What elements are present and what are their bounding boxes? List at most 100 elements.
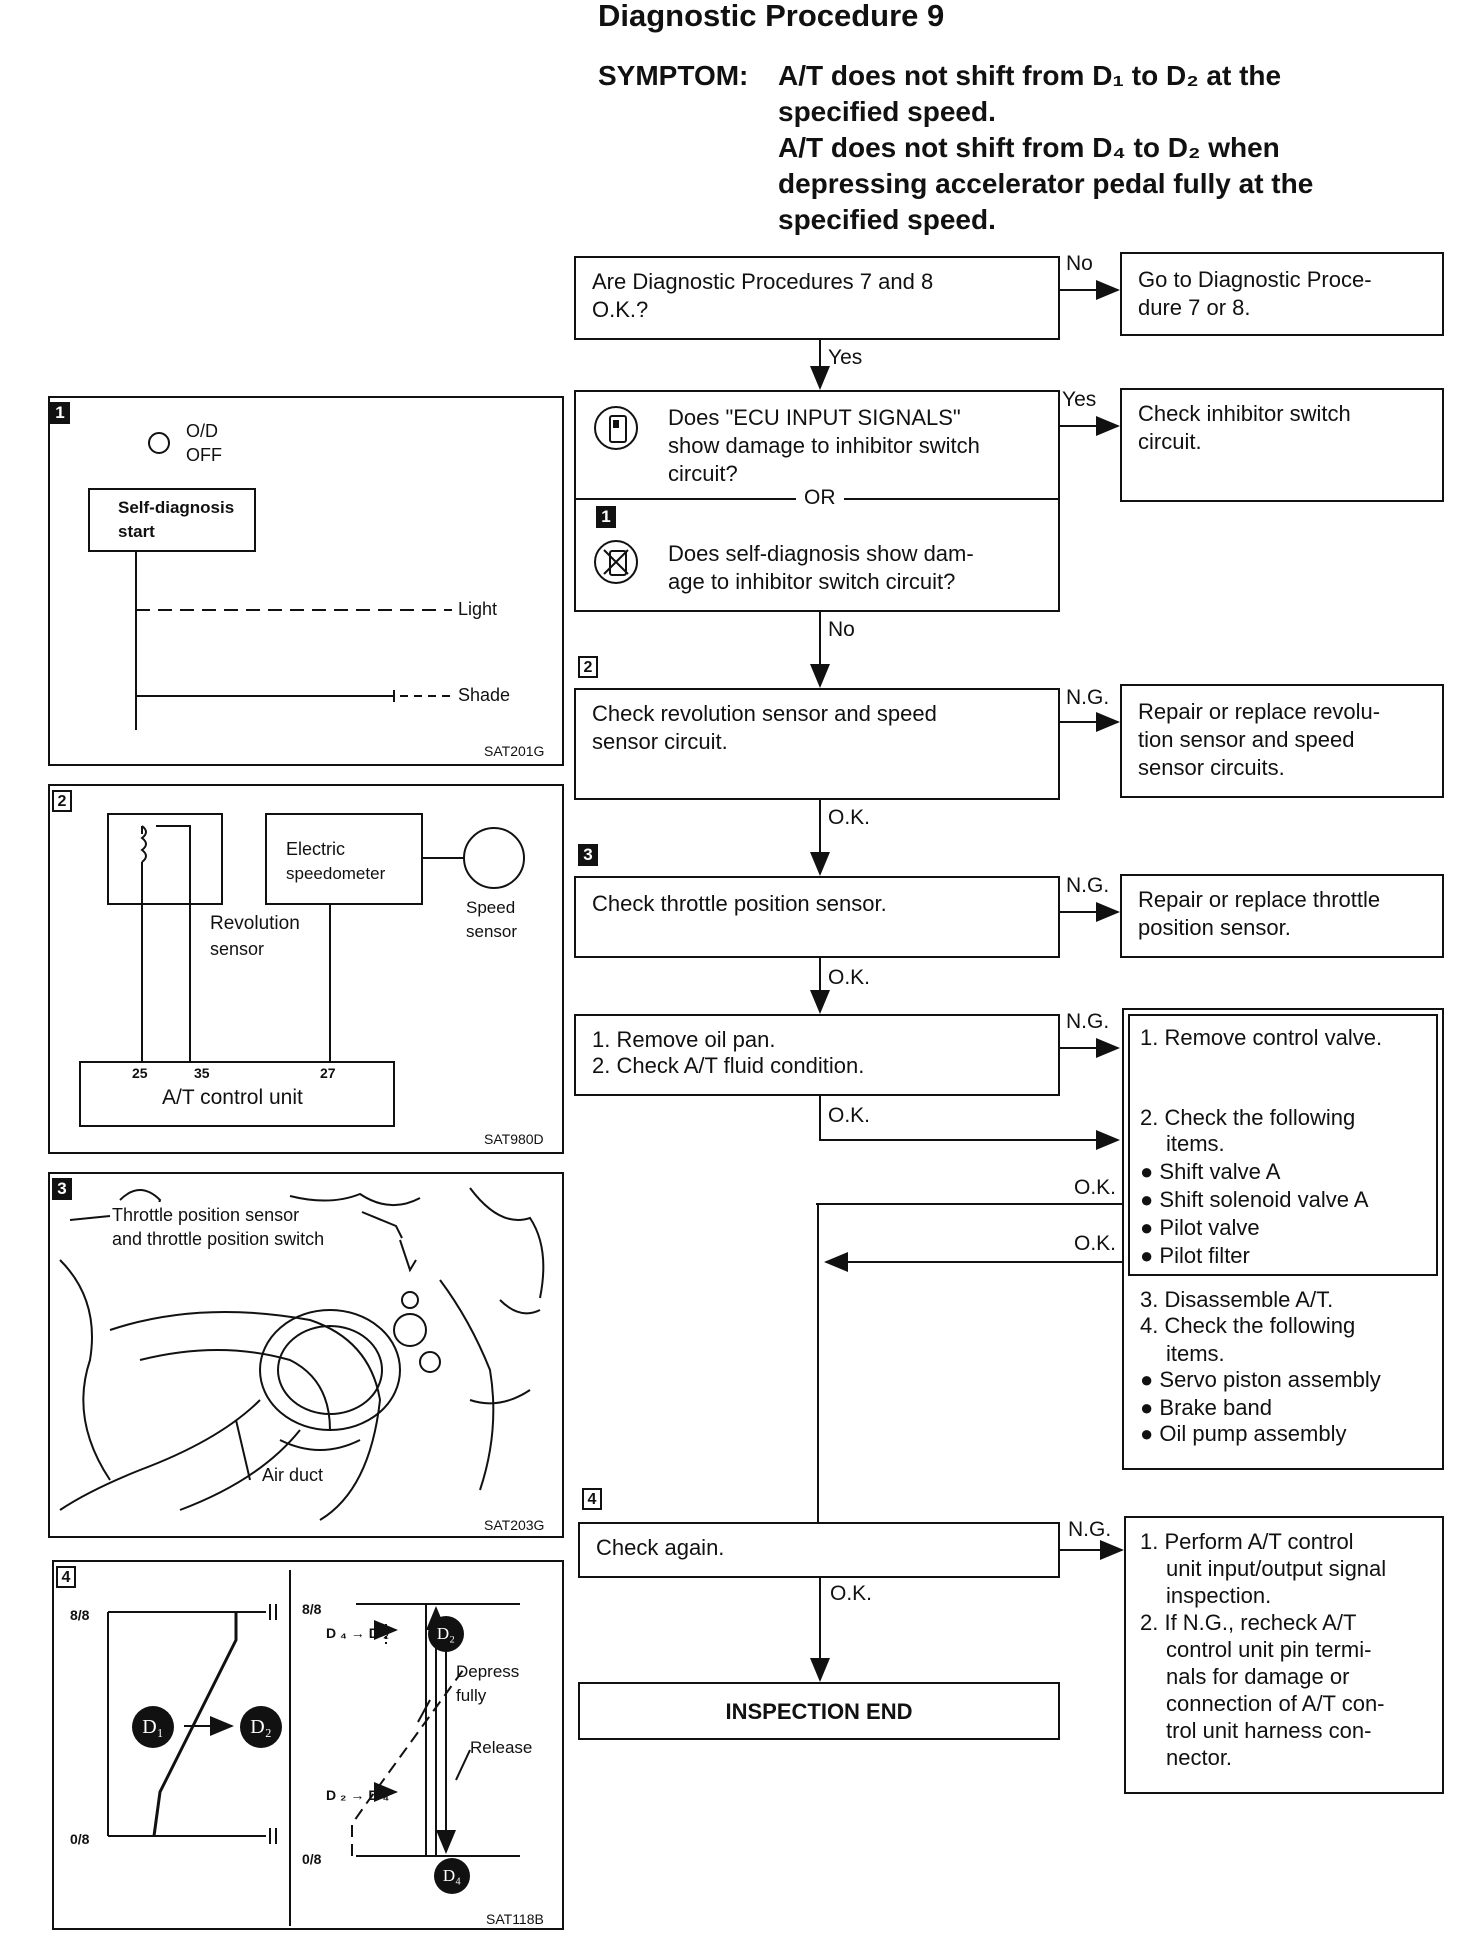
question-ecu-line-2: show damage to inhibitor switch [668,433,980,458]
s3-ng-label: N.G. [1066,874,1110,897]
valve-ok-label-1: O.K. [1074,1176,1117,1199]
check-throttle-box [574,876,1060,958]
od-label: O/D [186,421,219,441]
check-inhibitor-line-2: circuit. [1138,429,1202,454]
pin-25: 25 [132,1065,148,1081]
valve-line-12: ● Brake band [1140,1395,1272,1420]
symptom-line-4: depressing accelerator pedal fully at th… [778,168,1314,199]
figure-2-tag: 2 [52,790,72,812]
left-top-ratio: 8/8 [70,1607,90,1623]
s5-ng-label: N.G. [1068,1518,1112,1541]
perform-line-9: nector. [1166,1745,1233,1770]
question-procedures-7-8-line-1: Are Diagnostic Procedures 7 and 8 [592,269,934,294]
valve-line-3: items. [1166,1131,1225,1156]
perform-line-4: 2. If N.G., recheck A/T [1140,1610,1357,1635]
upshift-label: D₂→D₄ [326,1787,394,1803]
valve-line-11: ● Servo piston assembly [1140,1367,1381,1392]
repair-throttle-line-1: Repair or replace throttle [1138,887,1381,912]
symptom-line-1: A/T does not shift from D₁ to D₂ at the [778,60,1282,91]
release-label: Release [470,1738,533,1757]
go-to-procedure-box [1120,252,1444,336]
go-to-procedure-line-1: Go to Diagnostic Proce- [1138,267,1372,292]
self-diagnosis-start-line-2: start [118,522,155,541]
no-consult-icon [594,540,638,584]
revolution-sensor-line-1: Revolution [210,913,300,934]
s2-ng-label: N.G. [1066,686,1110,709]
check-inhibitor-line-1: Check inhibitor switch [1138,401,1351,426]
valve-line-4: ● Shift valve A [1140,1159,1281,1184]
remove-oil-pan-line-1: 1. Remove oil pan. [592,1027,776,1052]
figure-1-self-diagnosis [48,396,564,766]
check-throttle-line: Check throttle position sensor. [592,891,887,916]
gear-d2-right-circle: D₂ [428,1616,464,1652]
valve-line-10: items. [1166,1341,1225,1366]
valve-line-9: 4. Check the following [1140,1313,1356,1338]
check-again-line: Check again. [596,1535,725,1560]
control-valve-inner-box [1128,1014,1438,1276]
pin-35: 35 [194,1065,210,1081]
question-ecu-line-3: circuit? [668,461,738,486]
control-unit-label: A/T control unit [162,1086,303,1109]
valve-line-6: ● Pilot valve [1140,1215,1260,1240]
air-duct-label: Air duct [262,1465,324,1485]
question-self-diag-line-2: age to inhibitor switch circuit? [668,569,956,594]
check-revolution-box [574,688,1060,800]
gear-d2-circle: D₂ [240,1706,282,1748]
s3-ok-label: O.K. [828,966,871,989]
check-inhibitor-box [1120,388,1444,502]
remove-oil-pan-line-2: 2. Check A/T fluid condition. [592,1053,865,1078]
gear-d1-circle: D₁ [132,1706,174,1748]
right-bottom-ratio: 0/8 [302,1851,322,1867]
pin-27: 27 [320,1065,336,1081]
od-off-indicator-icon [148,432,170,454]
s2-ok-label: O.K. [828,806,871,829]
perform-line-6: nals for damage or [1166,1664,1350,1689]
off-label: OFF [186,445,222,465]
figure-2-wiring [48,784,564,1154]
figure-3-tag: 3 [52,1178,72,1200]
left-bottom-ratio: 0/8 [70,1831,90,1847]
figure-1-code: SAT201G [484,743,545,759]
perform-line-1: 1. Perform A/T control [1140,1529,1354,1554]
valve-line-13: ● Oil pump assembly [1140,1421,1347,1446]
figure-4-tag: 4 [56,1566,76,1588]
or-label: OR [796,486,844,510]
symptom-line-2: specified speed. [778,96,996,127]
q2-no-label: No [828,618,855,641]
s4-ng-label: N.G. [1066,1010,1110,1033]
perform-line-2: unit input/output signal [1166,1556,1387,1581]
figure-2-code: SAT980D [484,1131,544,1147]
repair-throttle-box [1120,874,1444,958]
step-tag-3: 3 [578,844,598,866]
speed-sensor-line-1: Speed [466,898,516,917]
perform-line-3: inspection. [1166,1583,1272,1608]
question-self-diag-line-1: Does self-diagnosis show dam- [668,541,974,566]
q2-yes-label: Yes [1062,388,1097,411]
perform-line-5: control unit pin termi- [1166,1637,1372,1662]
repair-revolution-line-2: tion sensor and speed [1138,727,1355,752]
figure-1-tag: 1 [50,402,70,424]
consult-tester-icon [594,406,638,450]
self-diagnosis-start-box [88,488,256,552]
page-title: Diagnostic Procedure 9 [598,0,945,33]
inspection-end-box [578,1682,1060,1740]
gear-d4-circle: D₄ [434,1858,470,1894]
symptom-line-3: A/T does not shift from D₄ to D₂ when [778,132,1280,163]
speedometer-line-1: Electric [286,839,346,859]
perform-inspection-box [1124,1516,1444,1794]
figure-3-code: SAT203G [484,1517,545,1533]
right-top-ratio: 8/8 [302,1601,322,1617]
q1-no-label: No [1066,252,1093,275]
perform-line-8: trol unit harness con- [1166,1718,1372,1743]
gear-d2-label: D₂ [250,1716,272,1738]
downshift-label: D₄→D₂ [326,1625,394,1641]
valve-line-1: 1. Remove control valve. [1140,1025,1383,1050]
perform-line-7: connection of A/T con- [1166,1691,1385,1716]
throttle-sensor-label-2: and throttle position switch [112,1226,325,1253]
throttle-sensor-label-1: Throttle position sensor [112,1202,300,1229]
valve-line-5: ● Shift solenoid valve A [1140,1187,1369,1212]
